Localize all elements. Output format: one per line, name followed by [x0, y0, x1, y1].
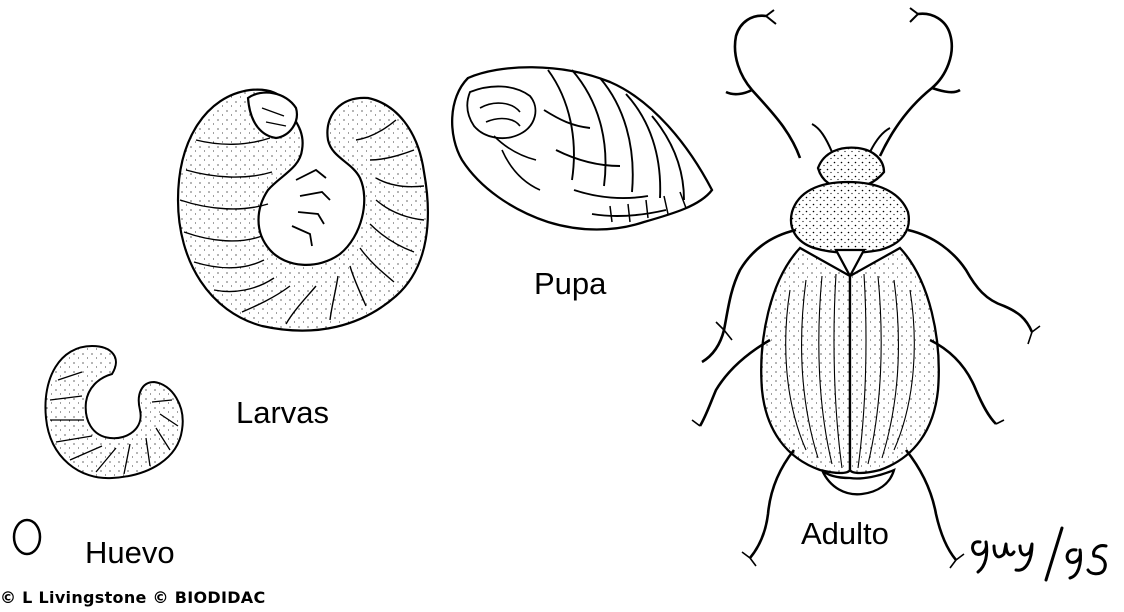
label-adult: Adulto: [801, 518, 889, 549]
handwritten-signature: [966, 520, 1116, 590]
pupa-drawing: [452, 67, 712, 229]
adult-beetle-drawing: [692, 8, 1040, 568]
label-egg: Huevo: [85, 537, 175, 568]
large-larva-drawing: [178, 90, 428, 331]
small-larva-drawing: [45, 346, 182, 478]
egg-drawing: [14, 520, 40, 554]
label-larvae: Larvas: [236, 397, 329, 428]
copyright-credit: © L Livingstone © BIODIDAC: [0, 588, 266, 607]
label-pupa: Pupa: [534, 268, 606, 299]
